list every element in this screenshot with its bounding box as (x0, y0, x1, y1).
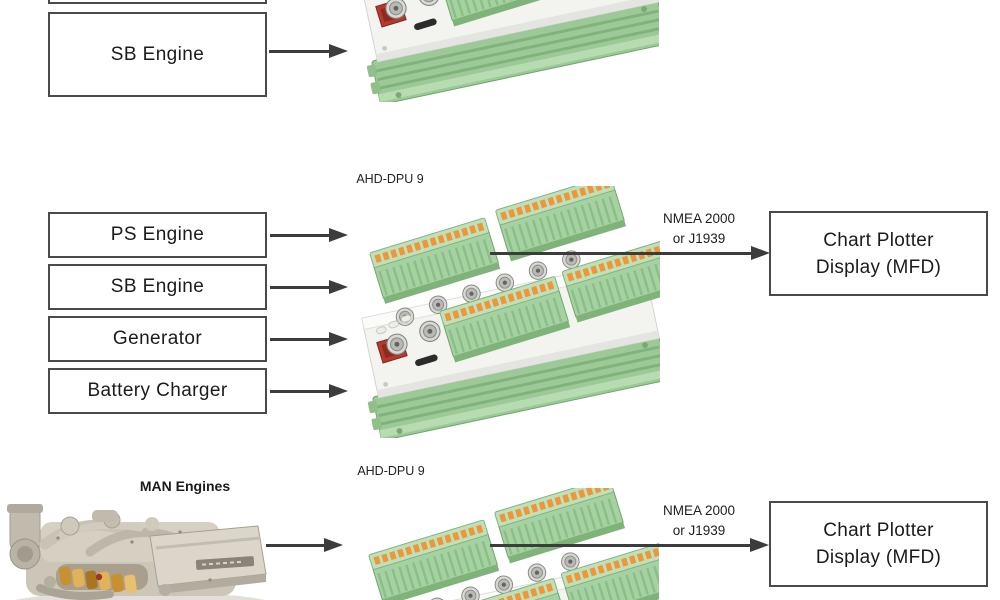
arrow-ps-to-device (270, 234, 331, 237)
arrowhead-icon (329, 384, 348, 398)
bus-label-middle: NMEA 2000 or J1939 (643, 209, 755, 248)
arrow-generator-to-device (270, 338, 331, 341)
arrow-top-sb-to-device (269, 50, 331, 53)
bus-label-line2: or J1939 (672, 230, 726, 246)
source-box-ps-engine: PS Engine (48, 212, 267, 258)
bus-label-line1: NMEA 2000 (662, 211, 736, 226)
man-engine-image (0, 492, 285, 600)
source-box-label: SB Engine (110, 43, 205, 65)
source-box-generator: Generator (48, 316, 267, 362)
arrow-engine-to-device (266, 544, 326, 547)
arrowhead-icon (329, 332, 348, 346)
man-marine-diesel-engine-icon (7, 504, 267, 600)
bus-label-line2: or J1939 (672, 522, 726, 538)
device-label-middle: AHD-DPU 9 (356, 172, 424, 186)
arrowhead-icon (750, 538, 769, 552)
source-box-partial (48, 0, 267, 4)
device-label-bottom: AHD-DPU 9 (357, 464, 425, 478)
output-box-line2: Display (MFD) (815, 256, 942, 278)
source-box-label: SB Engine (110, 276, 205, 297)
bus-label-bottom: NMEA 2000 or J1939 (643, 501, 755, 540)
output-box-line1: Chart Plotter (823, 229, 934, 251)
source-box-label: PS Engine (110, 224, 205, 245)
arrowhead-icon (324, 538, 343, 552)
source-box-sb-engine-top: SB Engine (48, 12, 267, 97)
arrow-device-to-mfd-middle (490, 252, 753, 255)
din-rail-io-module-icon (344, 186, 660, 438)
output-box-line1: Chart Plotter (823, 520, 934, 541)
engine-label: MAN Engines (139, 478, 231, 494)
arrowhead-icon (751, 246, 770, 260)
chart-plotter-box-middle: Chart Plotter Display (MFD) (769, 211, 988, 296)
source-box-battery-charger: Battery Charger (48, 368, 267, 414)
arrow-battery-to-device (270, 390, 331, 393)
arrowhead-icon (329, 44, 348, 58)
chart-plotter-box-bottom: Chart Plotter Display (MFD) (769, 501, 988, 587)
bus-label-line1: NMEA 2000 (662, 503, 736, 518)
dpu-device-image-top (343, 0, 659, 112)
dpu-device-image-middle (344, 186, 660, 438)
din-rail-io-module-icon (343, 0, 659, 102)
arrow-sb-to-device (270, 286, 331, 289)
source-box-sb-engine: SB Engine (48, 264, 267, 310)
output-box-line2: Display (MFD) (815, 547, 942, 568)
arrowhead-icon (329, 280, 348, 294)
arrow-device-to-mfd-bottom (490, 544, 752, 547)
source-box-label: Generator (112, 328, 203, 349)
arrowhead-icon (329, 228, 348, 242)
source-box-label: Battery Charger (87, 380, 228, 401)
dpu-device-image-bottom (343, 478, 659, 600)
